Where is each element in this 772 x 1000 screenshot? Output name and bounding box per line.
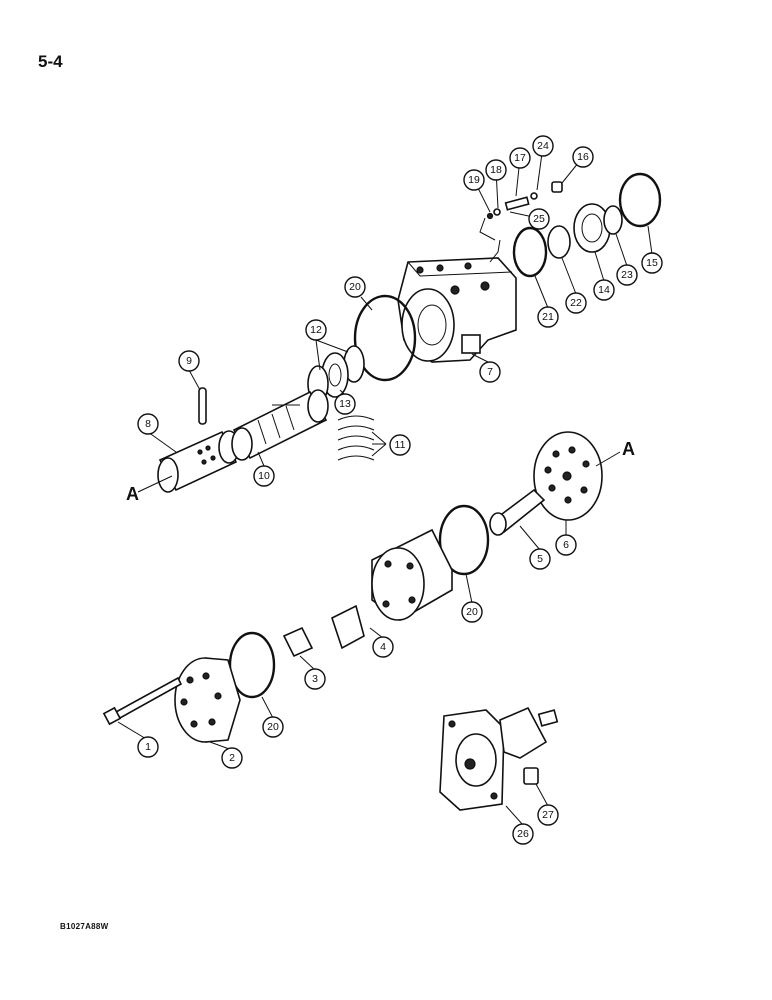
callout-16: 16 [572,146,594,168]
svg-text:10: 10 [258,470,270,482]
callout-9: 9 [178,350,200,372]
svg-text:11: 11 [395,439,406,451]
svg-text:21: 21 [542,311,554,323]
callout-6: 6 [555,534,577,556]
callout-11: 11 [389,434,411,456]
callout-1: 1 [137,736,159,758]
callout-5: 5 [529,548,551,570]
thrust-bearing [307,345,365,403]
page-number: 5-4 [38,52,63,71]
callout-21: 21 [537,306,559,328]
svg-text:13: 13 [339,398,351,410]
svg-text:26: 26 [517,828,529,840]
svg-text:4: 4 [380,641,386,653]
callout-8: 8 [137,413,159,435]
steering-column-26 [439,706,559,811]
svg-text:7: 7 [487,366,493,378]
o-ring-20-middle [438,504,490,576]
svg-text:5: 5 [537,553,543,565]
svg-text:A: A [622,439,635,459]
cap-14 [573,203,611,253]
callout-13: 13 [334,393,356,415]
spacer-3 [282,626,314,658]
callout-7: 7 [479,361,501,383]
callout-14: 14 [593,279,615,301]
svg-text:6: 6 [563,539,569,551]
svg-text:20: 20 [466,606,478,618]
screw-27 [523,767,539,785]
svg-text:16: 16 [577,151,589,163]
figure-code: B1027A88W [60,922,109,931]
o-ring-20-top [353,294,417,382]
spacer-plate-6 [533,431,603,521]
svg-text:19: 19 [468,174,480,186]
seal-22 [547,225,571,259]
svg-text:20: 20 [349,281,361,293]
sleeve-10 [231,389,329,461]
svg-text:3: 3 [312,673,318,685]
svg-text:22: 22 [570,297,582,309]
pin-9 [198,387,207,425]
svg-text:9: 9 [186,355,192,367]
svg-text:A: A [126,484,139,504]
callout-20-lower: 20 [262,716,284,738]
steering-unit-housing [397,239,517,363]
end-cap-seals [512,172,662,278]
svg-text:1: 1 [145,741,151,753]
callout-2: 2 [221,747,243,769]
callout-17: 17 [509,147,531,169]
callout-27: 27 [537,804,559,826]
callout-3: 3 [304,668,326,690]
cap-screw-1 [102,676,183,726]
reference-a-left: A [126,475,173,504]
callout-10: 10 [253,465,275,487]
callout-20-top: 20 [344,276,366,298]
svg-text:12: 12 [310,324,322,336]
callout-25: 25 [528,208,550,230]
svg-text:15: 15 [646,257,658,269]
callout-18: 18 [485,159,507,181]
callout-19: 19 [463,169,485,191]
callout-22: 22 [565,292,587,314]
svg-text:8: 8 [145,418,151,430]
ring-15 [618,172,662,228]
callout-15: 15 [641,252,663,274]
gerotor-set-4 [331,528,453,650]
washer-23 [603,205,623,235]
svg-text:17: 17 [514,152,526,164]
relief-valve-parts [479,181,563,241]
callout-26: 26 [512,823,534,845]
svg-text:27: 27 [542,809,554,821]
callout-20-middle: 20 [461,601,483,623]
svg-text:25: 25 [533,213,545,225]
end-cap-2 [174,657,241,743]
reference-a-right: A [595,439,635,467]
svg-text:24: 24 [537,140,549,152]
svg-text:23: 23 [621,269,633,281]
callout-4: 4 [372,636,394,658]
svg-text:2: 2 [229,752,235,764]
drive-shaft-5 [489,488,546,536]
svg-text:20: 20 [267,721,279,733]
centering-springs-11 [337,415,375,461]
o-ring-21 [512,226,548,278]
callout-12: 12 [305,319,327,341]
callout-24: 24 [532,135,554,157]
svg-text:14: 14 [598,284,610,296]
svg-text:18: 18 [490,164,502,176]
spool-8 [157,430,240,493]
callout-23: 23 [616,264,638,286]
